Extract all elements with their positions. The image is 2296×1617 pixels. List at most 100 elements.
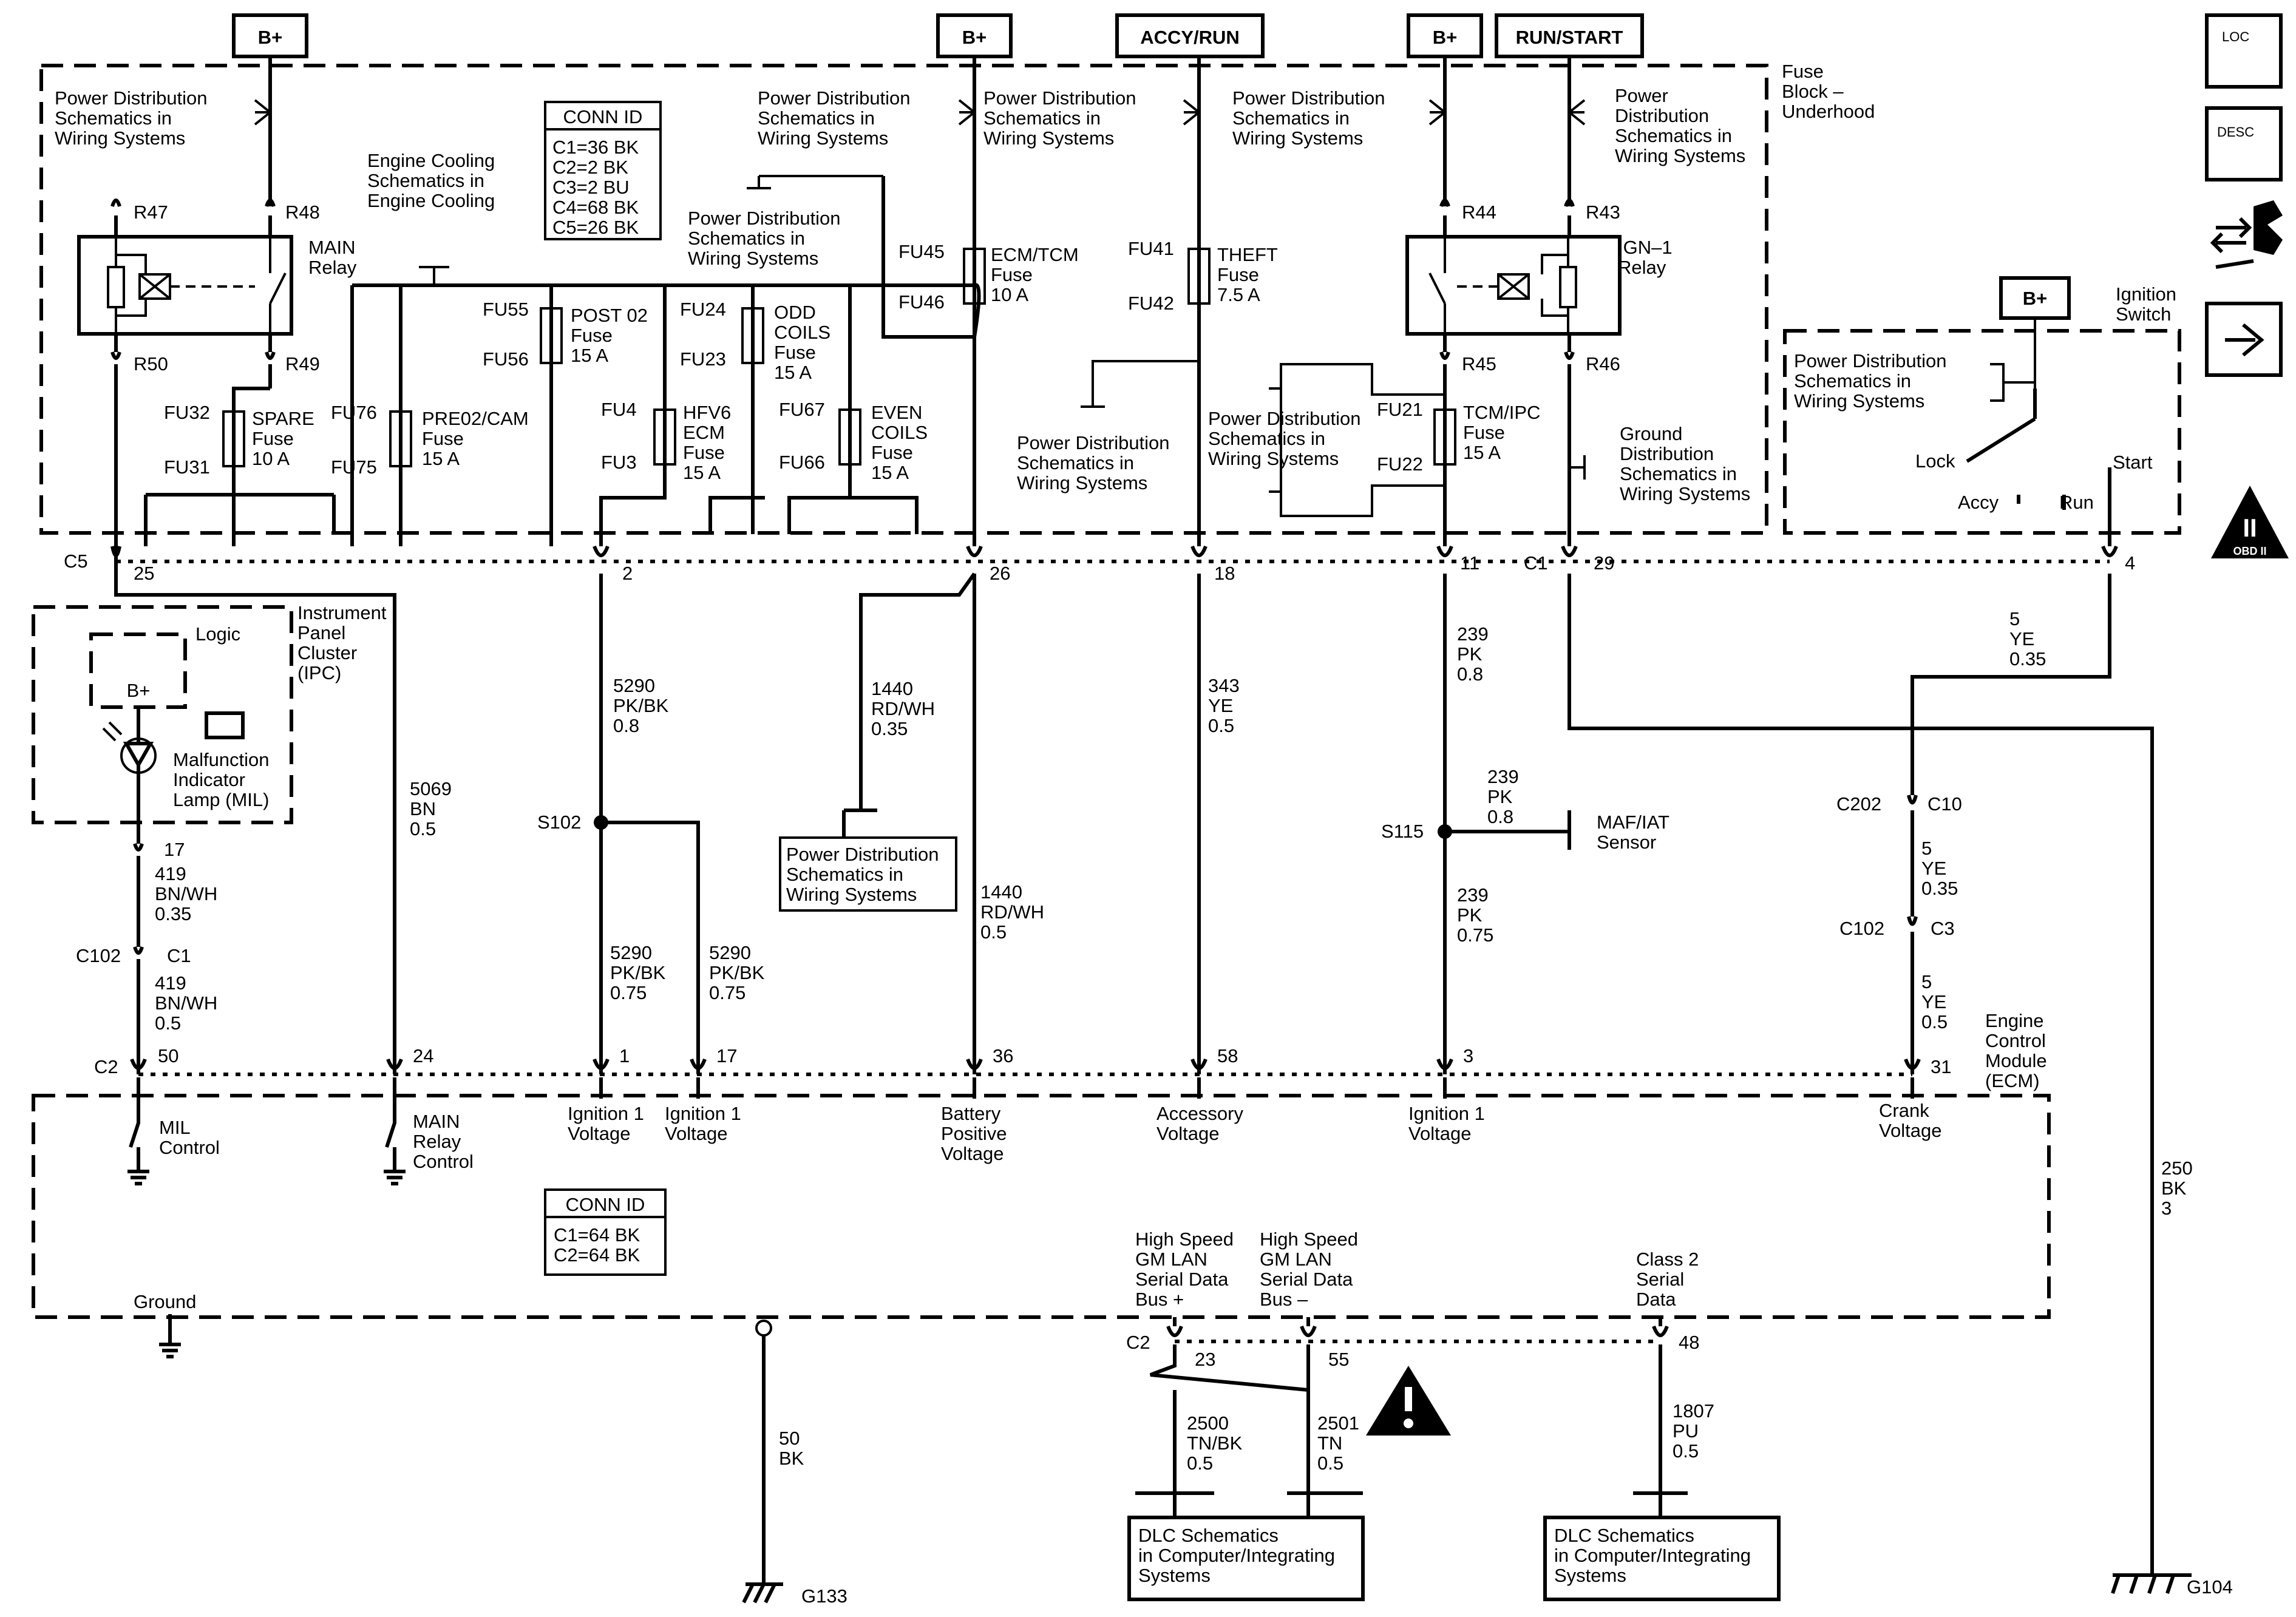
svg-text:FU31: FU31: [164, 456, 210, 478]
svg-text:FU3: FU3: [601, 452, 637, 473]
fuse-block-outline: [39, 64, 1768, 535]
engine-icon: [205, 711, 245, 739]
svg-text:LOC: LOC: [2222, 29, 2249, 44]
svg-text:17: 17: [164, 839, 185, 860]
svg-text:B+: B+: [2023, 288, 2048, 309]
desc-button[interactable]: DESC: [2205, 106, 2283, 181]
svg-text:C102: C102: [76, 945, 121, 966]
supply-accy-run: ACCY/RUN: [1115, 13, 1265, 58]
svg-text:31: 31: [1931, 1056, 1951, 1077]
connector-c2-pins: [130, 1058, 1921, 1070]
ignition-switch-outline: [1783, 329, 2181, 535]
svg-text:G104: G104: [2187, 1576, 2233, 1598]
loc-button[interactable]: LOC: [2205, 13, 2283, 89]
svg-text:11: 11: [1460, 552, 1479, 574]
svg-text:C2: C2: [1126, 1332, 1150, 1353]
svg-text:R48: R48: [285, 202, 320, 223]
svg-text:55: 55: [1328, 1349, 1349, 1370]
svg-text:4: 4: [2125, 552, 2135, 574]
svg-text:R47: R47: [134, 202, 168, 223]
svg-text:DESC: DESC: [2217, 124, 2254, 140]
svg-text:S115: S115: [1381, 821, 1424, 842]
svg-text:29: 29: [1594, 552, 1614, 574]
svg-text:FU42: FU42: [1128, 293, 1174, 314]
svg-text:C102: C102: [1839, 918, 1884, 939]
svg-text:25: 25: [134, 563, 154, 584]
svg-text:FU56: FU56: [483, 348, 529, 370]
svg-text:2: 2: [622, 563, 633, 584]
connector-c5-pins: [110, 545, 2118, 574]
svg-text:FU55: FU55: [483, 299, 529, 320]
svg-text:C3: C3: [1931, 918, 1955, 939]
svg-text:24: 24: [413, 1045, 433, 1066]
next-arrow-button[interactable]: [2205, 302, 2283, 377]
svg-text:FU4: FU4: [601, 399, 637, 420]
svg-text:B+: B+: [258, 27, 283, 48]
svg-text:18: 18: [1214, 563, 1235, 584]
svg-text:26: 26: [990, 563, 1010, 584]
svg-text:R46: R46: [1586, 353, 1620, 375]
svg-text:C1: C1: [167, 945, 191, 966]
svg-text:C5: C5: [64, 551, 88, 572]
svg-text:FU45: FU45: [898, 241, 945, 262]
svg-text:3: 3: [1463, 1045, 1473, 1066]
svg-text:CONN ID: CONN ID: [563, 106, 643, 127]
connector-tool-icon[interactable]: [2210, 200, 2283, 269]
svg-text:FU24: FU24: [680, 299, 726, 320]
supply-b-plus-1: B+: [232, 13, 308, 58]
svg-text:1: 1: [619, 1045, 630, 1066]
splice-s102: [594, 815, 608, 830]
svg-text:OBD II: OBD II: [2233, 545, 2266, 557]
svg-text:R43: R43: [1586, 202, 1620, 223]
svg-text:R45: R45: [1462, 353, 1496, 375]
svg-text:FU23: FU23: [680, 348, 726, 370]
svg-text:G133: G133: [801, 1585, 847, 1607]
supply-b-plus-3: B+: [1407, 13, 1483, 58]
svg-text:II: II: [2243, 514, 2257, 542]
svg-text:FU66: FU66: [779, 452, 825, 473]
